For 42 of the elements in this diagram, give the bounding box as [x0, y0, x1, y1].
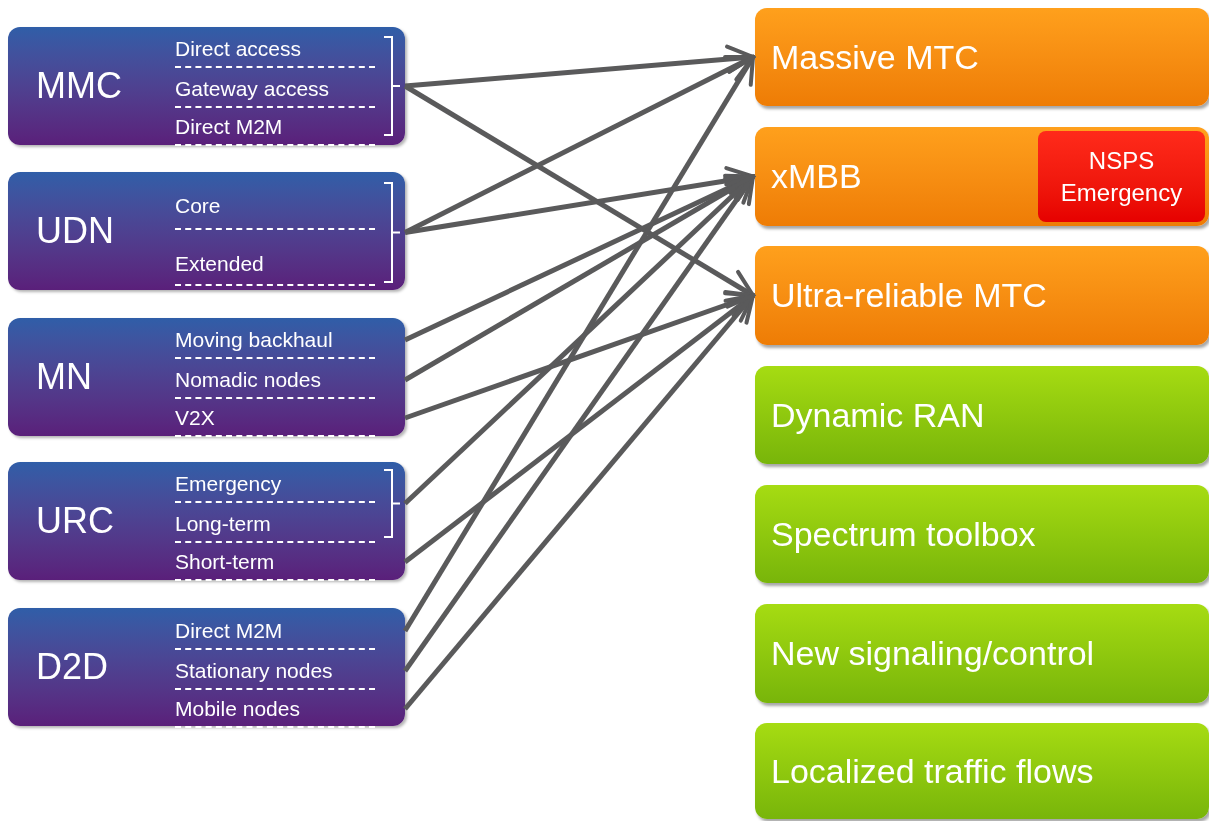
box-label: Spectrum toolbox — [770, 513, 1036, 555]
group-box — [8, 172, 405, 290]
box-label: Short-term — [175, 550, 275, 572]
box-label: New signaling/control — [770, 633, 1095, 674]
box-label: Long-term — [175, 512, 271, 534]
group-title: D2D — [36, 645, 109, 689]
box-label: Localized traffic flows — [770, 750, 1094, 792]
arrow — [402, 55, 756, 633]
enabler-box — [755, 723, 1209, 819]
enabler-box — [755, 366, 1209, 464]
box-label: Emergency — [175, 472, 282, 494]
group-title: URC — [36, 499, 114, 543]
box-label: Direct access — [175, 37, 302, 59]
group-box — [8, 462, 405, 580]
requirement-box — [755, 246, 1209, 345]
box-label: Moving backhaul — [175, 328, 333, 350]
box-label: Ultra-reliable MTC — [770, 275, 1047, 316]
group-box — [8, 318, 405, 436]
group-box — [8, 27, 405, 145]
box-label: Extended — [175, 252, 264, 274]
requirement-box — [755, 8, 1209, 106]
box-label: Gateway access — [175, 77, 330, 99]
group-box — [8, 608, 405, 726]
box-label: NSPS Emergency — [1059, 146, 1184, 208]
box-label: Massive MTC — [770, 36, 979, 78]
box-label: Direct M2M — [175, 619, 283, 641]
box-label: Direct M2M — [175, 115, 283, 137]
box-label: Core — [175, 194, 221, 216]
box-label: Dynamic RAN — [770, 394, 985, 436]
enabler-box — [755, 485, 1209, 583]
group-title: UDN — [36, 209, 114, 253]
requirement-box — [755, 127, 1209, 226]
box-label: Nomadic nodes — [175, 368, 321, 390]
alert-box — [1038, 131, 1205, 222]
box-label: Stationary nodes — [175, 659, 333, 681]
group-title: MN — [36, 355, 92, 399]
box-label: xMBB — [770, 156, 862, 197]
group-title: MMC — [36, 64, 122, 108]
box-label: Mobile nodes — [175, 697, 300, 719]
arrow — [404, 44, 755, 89]
box-label: V2X — [175, 406, 215, 428]
enabler-box — [755, 604, 1209, 703]
